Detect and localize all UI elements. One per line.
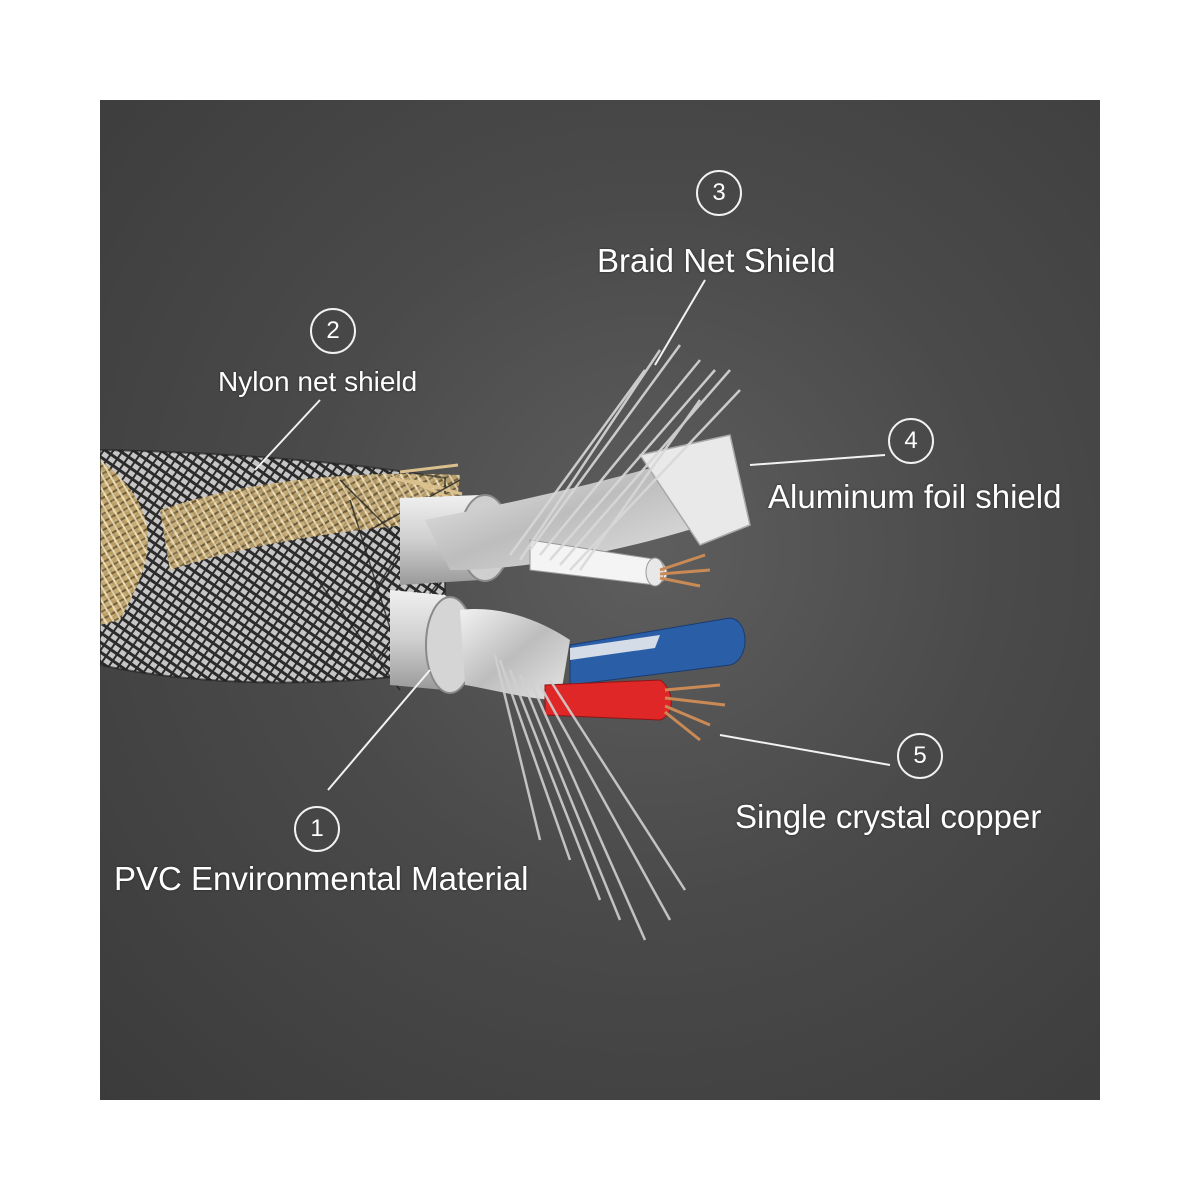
leader-line-5 bbox=[719, 734, 891, 766]
callout-label-pvc-environmental-material: PVC Environmental Material bbox=[114, 860, 529, 897]
upper-sub-cable bbox=[400, 434, 751, 588]
diagram-panel: 3 Braid Net Shield 2 Nylon net shield 4 … bbox=[100, 100, 1100, 1100]
callout-label-aluminum-foil-shield: Aluminum foil shield bbox=[768, 478, 1062, 515]
leader-line-1 bbox=[327, 669, 431, 791]
leader-line-2 bbox=[254, 399, 321, 471]
braid-strands-top bbox=[508, 344, 741, 571]
leader-line-3 bbox=[654, 279, 706, 366]
callout-number-4: 4 bbox=[888, 418, 934, 464]
callout-number-1: 1 bbox=[294, 806, 340, 852]
lower-sub-cable bbox=[390, 590, 746, 742]
callout-label-single-crystal-copper: Single crystal copper bbox=[735, 798, 1042, 835]
callout-label-braid-net-shield: Braid Net Shield bbox=[597, 242, 836, 279]
callout-number-5: 5 bbox=[897, 733, 943, 779]
cable-illustration bbox=[100, 279, 891, 941]
leader-line-4 bbox=[749, 454, 886, 466]
callout-number-2: 2 bbox=[310, 308, 356, 354]
callout-number-3: 3 bbox=[696, 170, 742, 216]
braid-strands-bottom bbox=[493, 654, 687, 941]
leader-lines bbox=[254, 279, 891, 791]
callout-label-nylon-net-shield: Nylon net shield bbox=[218, 366, 418, 397]
